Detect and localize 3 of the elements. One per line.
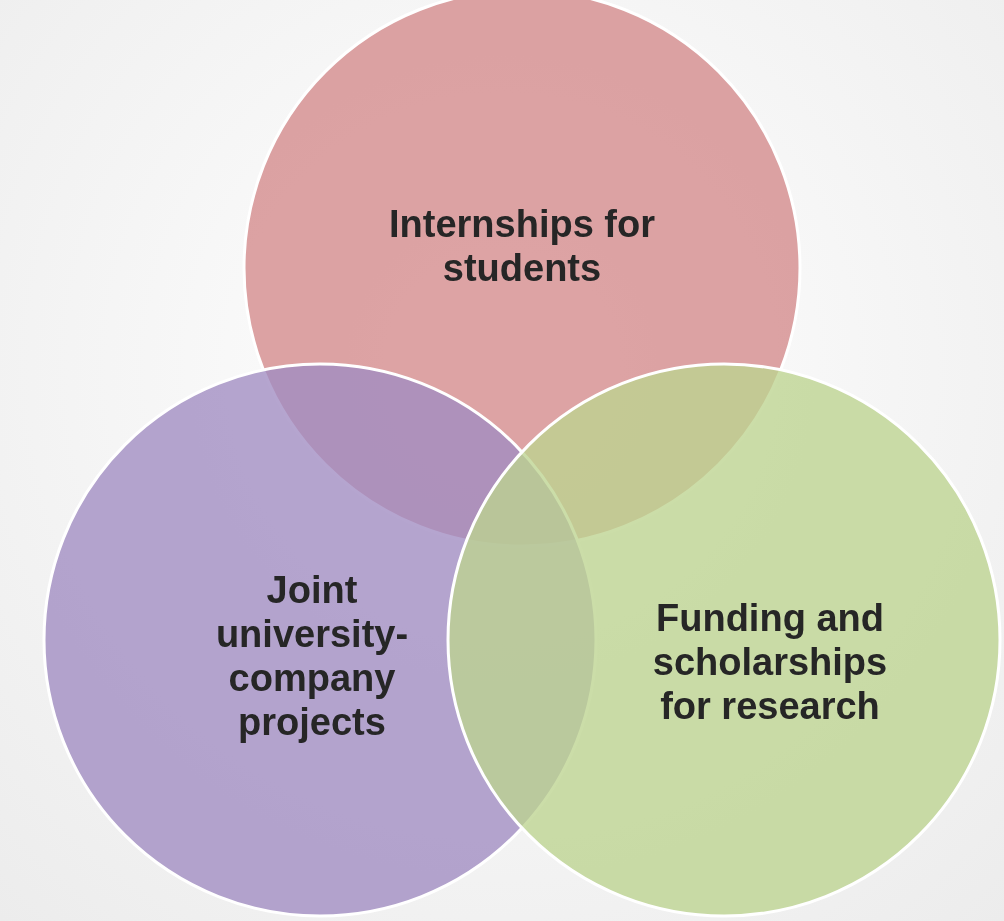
circle-label: Joint university-company projects (214, 568, 410, 744)
circle-label: Internships for students (388, 202, 656, 290)
circle-label: Funding and scholarships for research (651, 596, 889, 728)
